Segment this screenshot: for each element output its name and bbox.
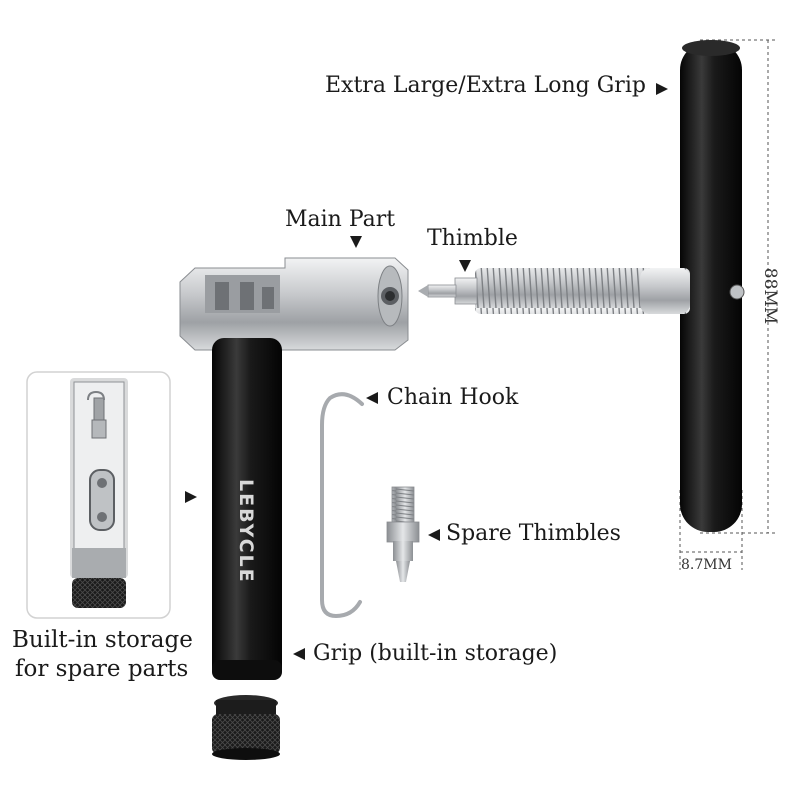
label-main-part: Main Part: [285, 207, 396, 232]
spare-thimble: [386, 486, 420, 582]
label-thimble: Thimble: [427, 226, 518, 251]
storage-cap: [212, 695, 280, 760]
arrow-pointer-icon: [185, 83, 668, 660]
chain-hook: [320, 392, 364, 619]
label-storage-line1: Built-in storage: [12, 627, 193, 653]
dimension-width: 8.7MM: [681, 557, 732, 573]
extra-long-grip: [680, 40, 745, 532]
brand-logo: LEBYCLE: [235, 479, 257, 584]
dimension-length: 88MM: [760, 267, 780, 325]
label-grip-storage: Grip (built-in storage): [313, 641, 558, 666]
thimble: [418, 268, 690, 314]
label-spare-thimbles: Spare Thimbles: [446, 521, 621, 546]
label-chain-hook: Chain Hook: [387, 385, 519, 410]
grip-with-storage: [212, 338, 282, 680]
label-extra-long-grip: Extra Large/Extra Long Grip: [325, 73, 646, 98]
label-storage-line2: for spare parts: [15, 656, 189, 682]
main-part: [179, 257, 409, 351]
storage-inset: [26, 371, 171, 619]
